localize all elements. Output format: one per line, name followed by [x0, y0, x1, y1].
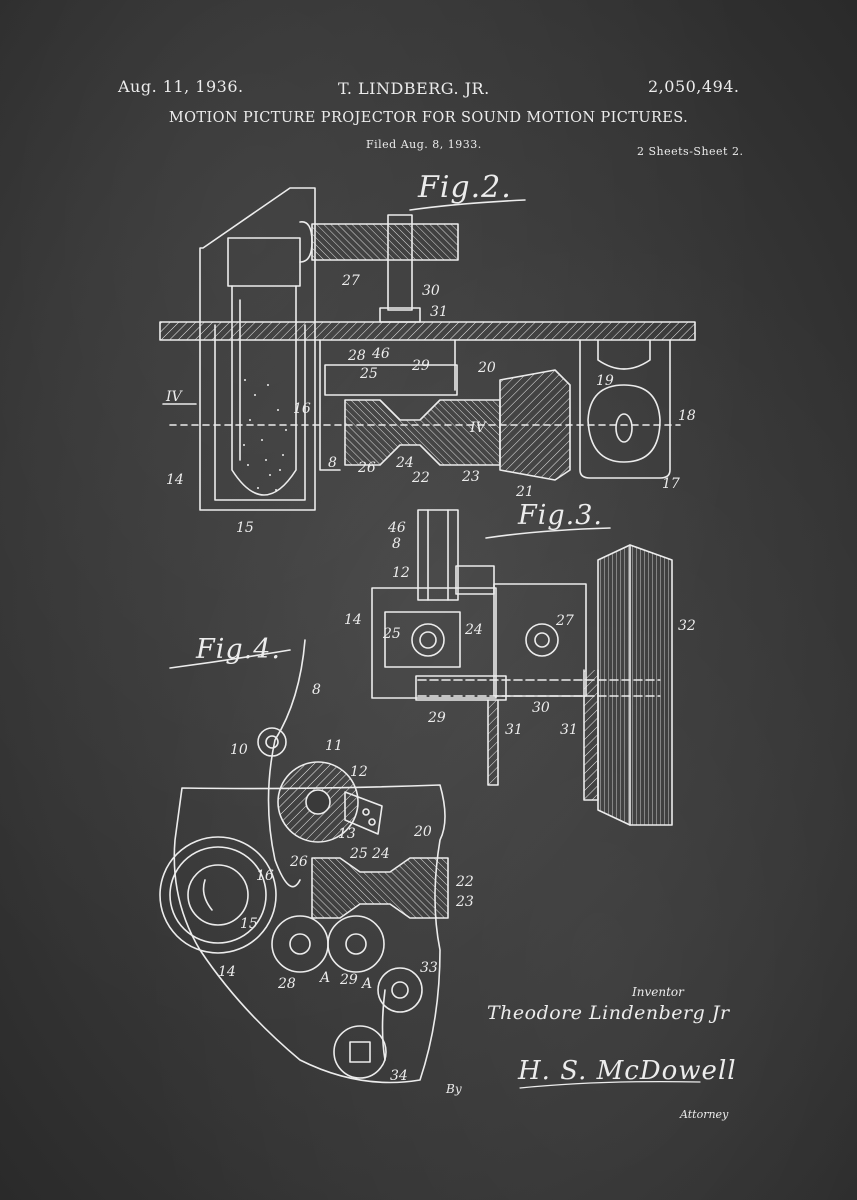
fig2-label: Fig.2. [418, 170, 512, 205]
ref-10-f4: 10 [230, 742, 248, 758]
fig4-label: Fig.4. [196, 634, 281, 665]
ref-15: 15 [236, 520, 254, 536]
ref-14-f4: 14 [218, 964, 236, 980]
ref-17: 17 [662, 476, 680, 492]
fig3-label: Fig.3. [518, 500, 603, 531]
ref-23-f4: 23 [455, 894, 474, 910]
by-label: By [446, 1082, 462, 1096]
ref-28: 28 [347, 348, 366, 364]
ref-12-f4: 12 [350, 764, 368, 780]
ref-32-f3: 32 [678, 618, 696, 634]
inventor-signature: Theodore Lindenberg Jr [487, 1002, 730, 1024]
ref-16-f4: 16 [256, 868, 274, 884]
ref-34-f4: 34 [390, 1068, 408, 1084]
fig3-drawing: 46 8 12 14 25 24 27 32 29 30 31 31 [344, 510, 696, 825]
ref-8: 8 [328, 455, 337, 471]
ref-12-f3: 12 [392, 565, 410, 581]
ref-13-f4: 13 [338, 826, 356, 842]
ref-19: 19 [596, 373, 614, 389]
filed-date: Filed Aug. 8, 1933. [366, 138, 482, 151]
attorney-signature: H. S. McDowell [518, 1056, 737, 1086]
ref-30: 30 [422, 283, 440, 299]
ref-IV-right: IV [469, 420, 488, 436]
ref-46-f3: 46 [387, 520, 406, 536]
ref-18: 18 [678, 408, 696, 424]
ref-25-f4: 25 [349, 846, 368, 862]
ref-22-f4: 22 [455, 874, 474, 890]
ref-15-f4: 15 [240, 916, 258, 932]
attorney-label: Attorney [680, 1108, 729, 1121]
ref-14-f3: 14 [344, 612, 362, 628]
ref-21: 21 [515, 484, 534, 500]
ref-33-f4: 33 [420, 960, 438, 976]
patent-title: MOTION PICTURE PROJECTOR FOR SOUND MOTIO… [168, 110, 689, 126]
fig4-drawing: 8 10 11 12 13 20 26 25 24 22 23 16 15 14… [160, 640, 474, 1084]
ref-46: 46 [371, 346, 390, 362]
ref-11-f4: 11 [325, 738, 343, 754]
ref-22: 22 [411, 470, 430, 486]
ref-26-f4: 26 [289, 854, 308, 870]
ref-24: 24 [395, 455, 414, 471]
ref-31: 31 [430, 304, 448, 320]
fig2-drawing: 27 30 31 28 46 29 20 19 25 16 IV IV 8 26… [160, 188, 696, 536]
ref-29-f3: 29 [427, 710, 446, 726]
ref-27-f3: 27 [555, 613, 574, 629]
ref-29-f4: 29 [339, 972, 358, 988]
ref-23: 23 [461, 469, 480, 485]
ref-IV-left: IV [165, 389, 184, 405]
ref-A2-f4: A [360, 976, 372, 992]
ref-A1-f4: A [318, 970, 330, 986]
ref-27: 27 [341, 273, 360, 289]
ref-24-f4: 24 [371, 846, 390, 862]
ref-8-f3: 8 [392, 536, 401, 552]
ref-8-f4: 8 [312, 682, 321, 698]
sheet-count: 2 Sheets-Sheet 2. [637, 145, 744, 158]
inventor-header: T. LINDBERG. JR. [338, 79, 490, 98]
inventor-label: Inventor [632, 985, 684, 999]
patent-date: Aug. 11, 1936. [118, 77, 244, 96]
ref-26: 26 [357, 460, 376, 476]
ref-25: 25 [359, 366, 378, 382]
ref-30-f3: 30 [532, 700, 550, 716]
ref-16: 16 [293, 401, 311, 417]
ref-31b-f3: 31 [560, 722, 578, 738]
ref-28-f4: 28 [277, 976, 296, 992]
ref-29: 29 [411, 358, 430, 374]
ref-20: 20 [477, 360, 496, 376]
ref-14: 14 [166, 472, 184, 488]
ref-25-f3: 25 [382, 626, 401, 642]
ref-24-f3: 24 [464, 622, 483, 638]
ref-20-f4: 20 [413, 824, 432, 840]
ref-31a-f3: 31 [505, 722, 523, 738]
patent-number: 2,050,494. [648, 77, 740, 96]
